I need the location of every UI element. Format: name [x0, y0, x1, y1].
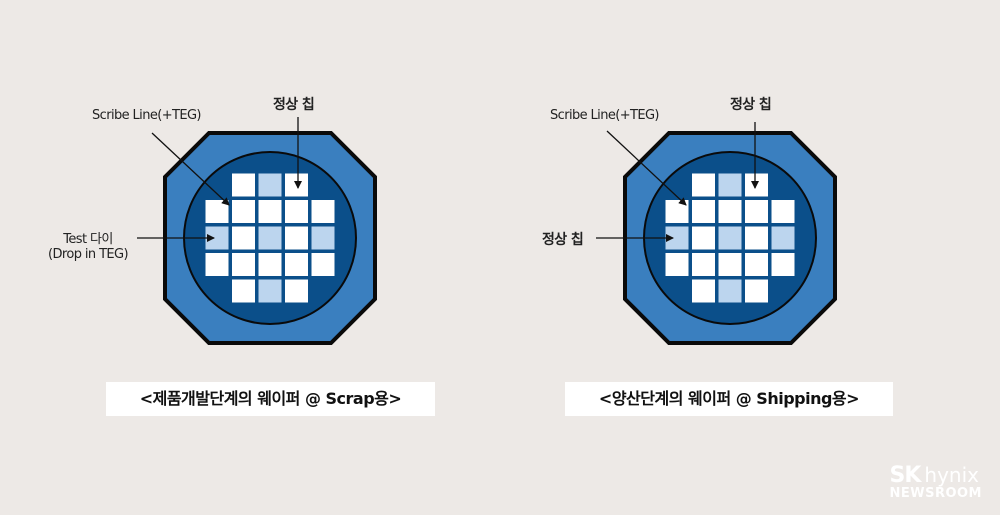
scribe-line-arrow-left — [151, 132, 230, 206]
normal-chip — [745, 253, 768, 276]
teg-chip — [718, 226, 742, 250]
normal-chip — [232, 200, 255, 223]
normal-chip — [311, 200, 335, 223]
normal-chip — [718, 200, 742, 223]
normal-chip — [692, 279, 715, 303]
normal-chip — [718, 253, 742, 276]
normal-chip — [665, 200, 689, 223]
normal-chip — [232, 253, 255, 276]
normal-chip — [692, 173, 715, 197]
test-die-label-line2: (Drop in TEG) — [48, 247, 129, 262]
normal-chip — [771, 253, 795, 276]
normal-chip — [285, 173, 308, 197]
normal-chip — [285, 253, 308, 276]
normal-chip — [745, 173, 768, 197]
teg-chip — [311, 226, 335, 250]
normal-chip — [258, 253, 282, 276]
normal-chip — [285, 226, 308, 250]
teg-chip — [258, 279, 282, 303]
scribe-line-arrow-right — [606, 130, 687, 206]
normal-chip — [692, 253, 715, 276]
normal-chip — [665, 253, 689, 276]
caption-right: <양산단계의 웨이퍼 @ Shipping용> — [565, 382, 893, 416]
scribe-line-label-right: Scribe Line(+TEG) — [550, 108, 660, 123]
wafer-left — [163, 131, 377, 345]
normal-chip — [232, 226, 255, 250]
normal-chip — [771, 200, 795, 223]
normal-chip — [745, 279, 768, 303]
normal-chip — [232, 173, 255, 197]
normal-chip-left-label-right: 정상 칩 — [542, 232, 584, 248]
teg-chip — [258, 173, 282, 197]
teg-chip — [205, 226, 229, 250]
normal-chip — [692, 200, 715, 223]
teg-chip — [665, 226, 689, 250]
normal-chip — [745, 200, 768, 223]
normal-chip — [285, 279, 308, 303]
teg-chip — [718, 173, 742, 197]
normal-chip — [258, 200, 282, 223]
teg-chip — [771, 226, 795, 250]
caption-left: <제품개발단계의 웨이퍼 @ Scrap용> — [106, 382, 435, 416]
normal-chip — [745, 226, 768, 250]
teg-chip — [718, 279, 742, 303]
test-die-label: Test 다이 (Drop in TEG) — [40, 228, 136, 262]
wafer-right — [623, 131, 837, 345]
normal-chip — [205, 253, 229, 276]
normal-chip-label-left: 정상 칩 — [273, 97, 315, 113]
normal-chip — [232, 279, 255, 303]
logo-brand: SK — [889, 463, 921, 488]
scribe-line-label-left: Scribe Line(+TEG) — [92, 108, 202, 123]
normal-chip — [285, 200, 308, 223]
normal-chip-top-label-right: 정상 칩 — [730, 97, 772, 113]
logo-sub: NEWSROOM — [889, 486, 982, 501]
normal-chip — [311, 253, 335, 276]
teg-chip — [258, 226, 282, 250]
test-die-label-line1: Test 다이 — [63, 232, 113, 247]
logo-name: hynix — [924, 463, 979, 487]
normal-chip — [692, 226, 715, 250]
normal-chip — [205, 200, 229, 223]
